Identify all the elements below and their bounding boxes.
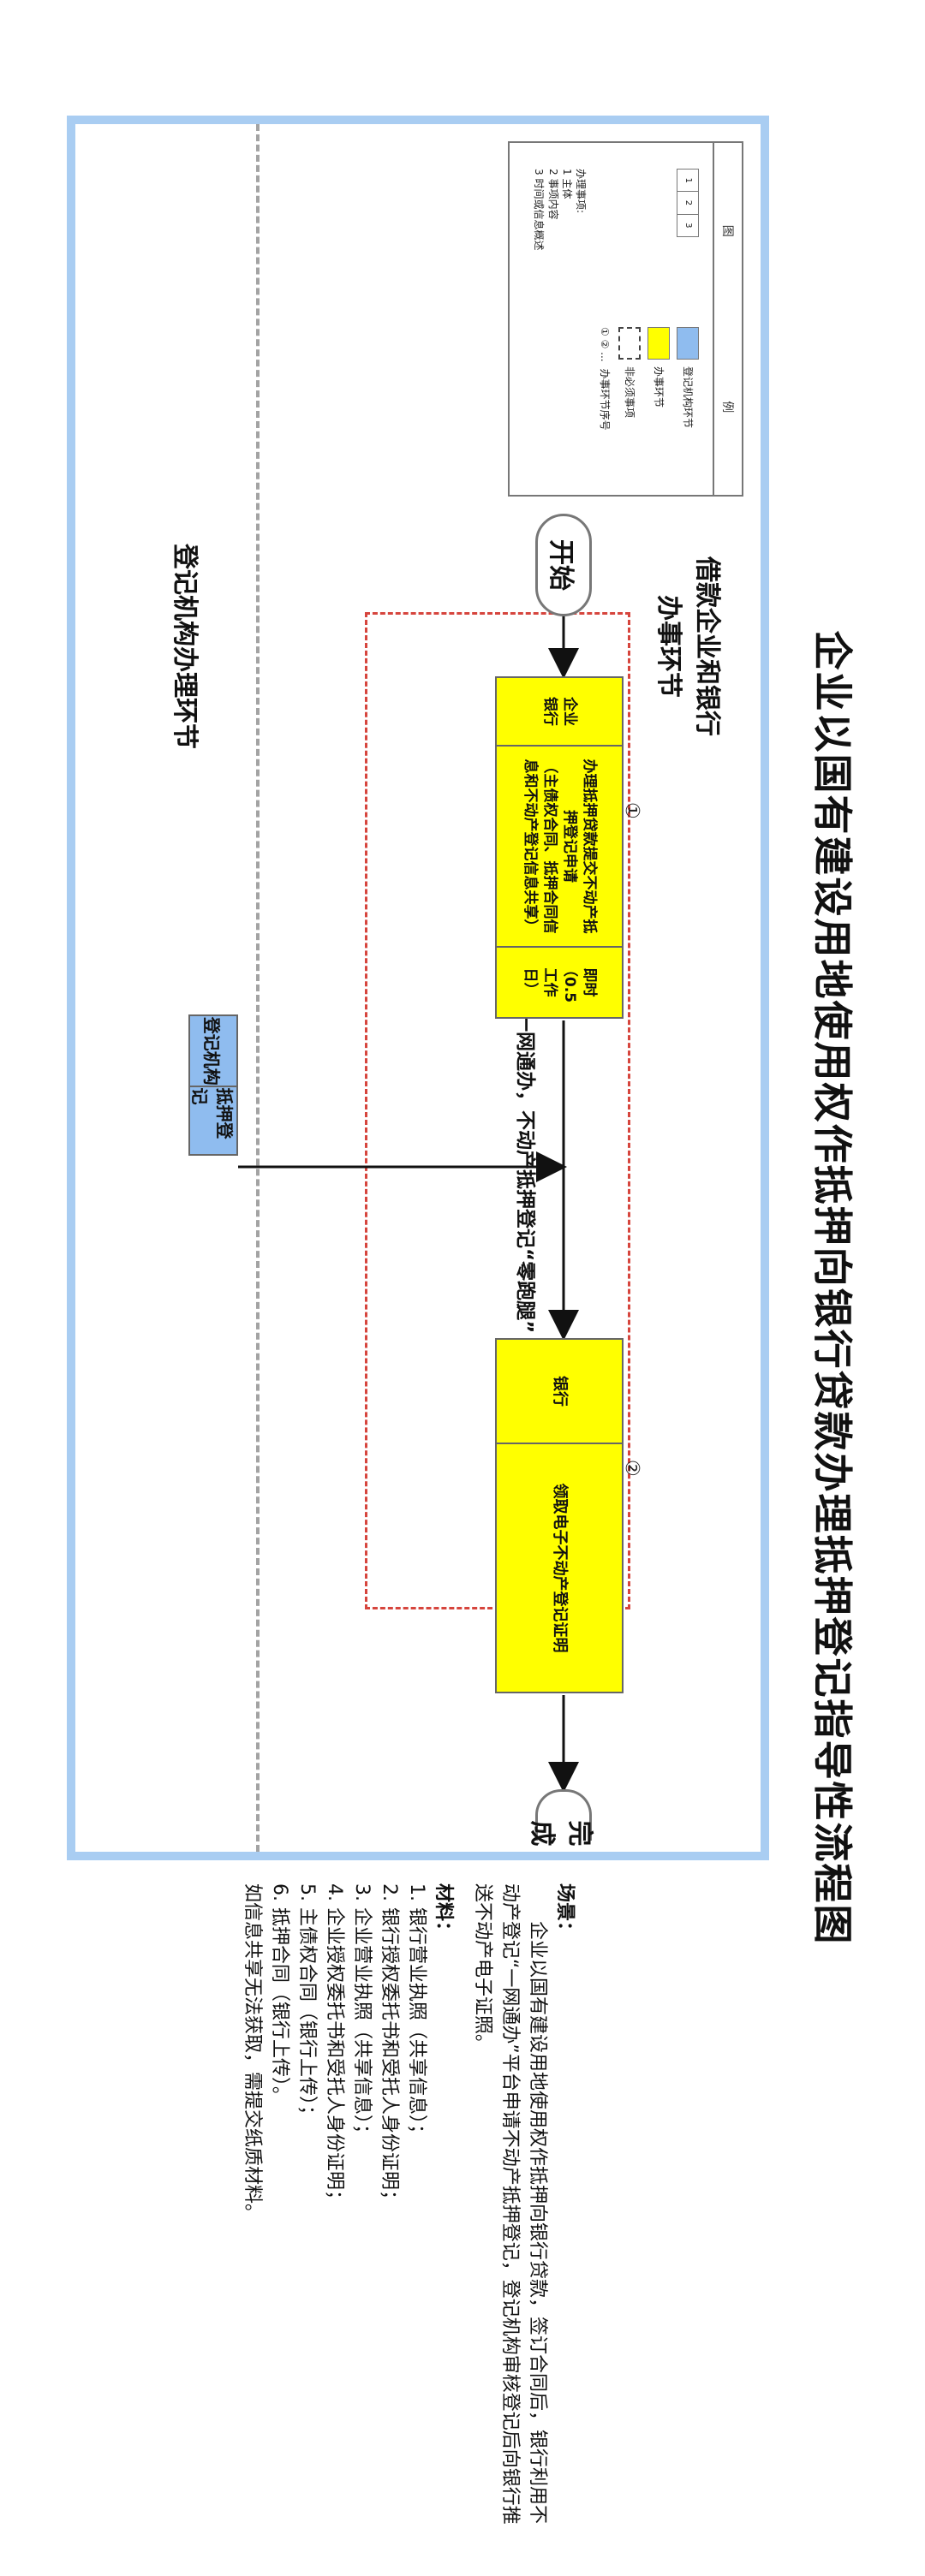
flow-connectors bbox=[238, 565, 579, 1793]
scene-heading: 场景： bbox=[554, 1883, 576, 1941]
registry-task-content: 抵押登记 bbox=[189, 1086, 236, 1154]
materials-heading: 材料： bbox=[433, 1883, 455, 1941]
material-item-1: 1. 银行营业执照（共享信息）； bbox=[405, 1883, 427, 2143]
material-item-2: 2. 银行授权委托书和受托人身份证明； bbox=[378, 1883, 400, 2209]
material-item-5: 5. 主债权合同（银行上传）； bbox=[295, 1883, 318, 2124]
end-node: 完成 bbox=[527, 1789, 594, 1847]
step-2-subject: 银行 bbox=[551, 1376, 570, 1407]
material-item-3: 3. 企业营业执照（共享信息）； bbox=[350, 1883, 373, 2143]
step-1-time: 即时 （0.5 工作 日） bbox=[497, 946, 622, 1017]
step-1-number: ① bbox=[621, 802, 642, 819]
step-2-content: 领取电子不动产登记证明 bbox=[497, 1443, 622, 1692]
step-2-task: 银行 领取电子不动产登记证明 bbox=[495, 1338, 624, 1693]
end-node-label: 完成 bbox=[527, 1820, 594, 1847]
diagram-frame: 图 例 1 2 3 办理事项: 1 主体 2 事项内容 3 时间或信息概述 登记 bbox=[67, 116, 769, 1860]
material-item-4: 4. 企业授权委托书和受托人身份证明； bbox=[323, 1883, 345, 2209]
step-2-number: ② bbox=[621, 1460, 642, 1477]
registry-task-subject: 登记机构 bbox=[201, 1016, 223, 1086]
start-node: 开始 bbox=[535, 514, 592, 616]
materials-footnote: 如信息共享无法获取，需提交纸质材料。 bbox=[242, 1883, 264, 2223]
notes-panel: 场景： 企业以国有建设用地使用权作抵押向银行贷款，签订合同后，银行利用不动产登记… bbox=[238, 1883, 578, 2534]
page-title: 企业以国有建设用地使用权作抵押向银行贷款办理抵押登记指导性流程图 bbox=[809, 630, 856, 1946]
step-1-subject: 企业 银行 bbox=[541, 697, 578, 726]
registry-task: 登记机构 抵押登记 bbox=[188, 1014, 238, 1156]
material-item-6: 6. 抵押合同（银行上传）。 bbox=[269, 1883, 291, 2105]
step-1-content: 办理抵押贷款提交不动产抵押登记申请 （主债权合同、抵押合同信息和不动产登记信息共… bbox=[497, 745, 622, 946]
step-1-task: 企业 银行 办理抵押贷款提交不动产抵押登记申请 （主债权合同、抵押合同信息和不动… bbox=[495, 676, 624, 1019]
scene-text: 企业以国有建设用地使用权作抵押向银行贷款，签订合同后，银行利用不动产登记“一网通… bbox=[472, 1883, 549, 2525]
